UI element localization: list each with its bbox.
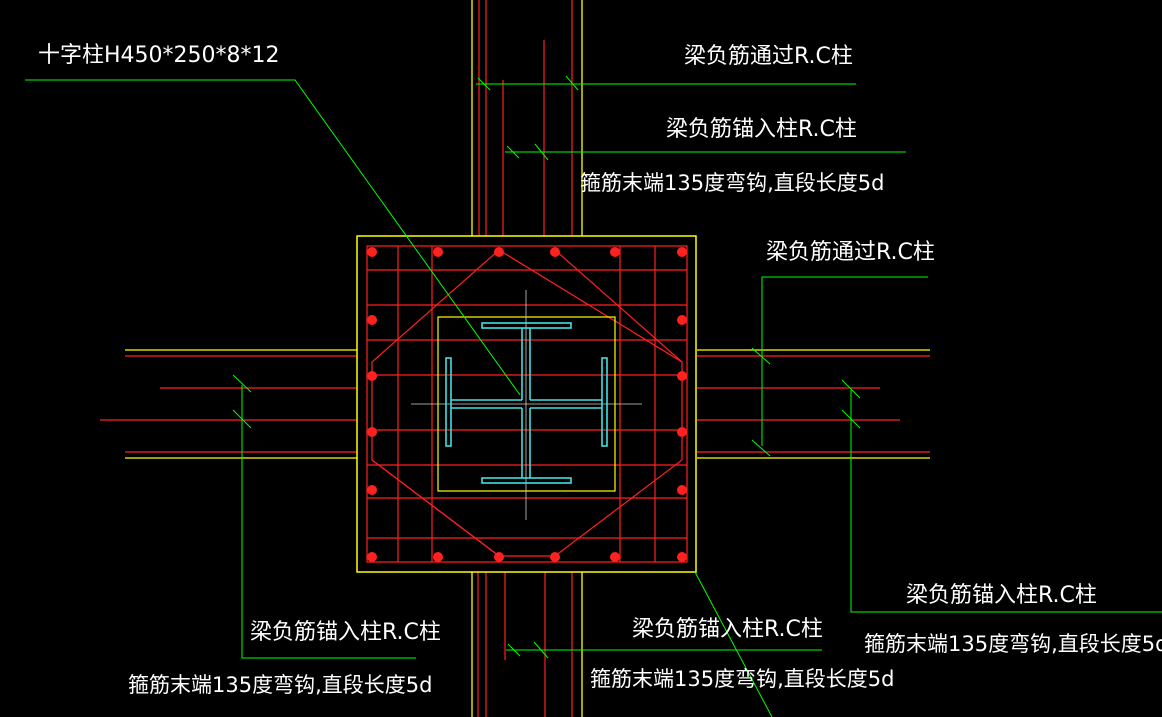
beam-anchor-label-right: 梁负筋锚入柱R.C柱 [906, 583, 1097, 608]
leader-lines [25, 75, 1162, 717]
beam-anchor-label-top: 梁负筋锚入柱R.C柱 [666, 117, 857, 142]
horizontal-beam-rebars [100, 355, 930, 453]
stirrup-hook-label-right: 箍筋末端135度弯钩,直段长度5d [864, 632, 1162, 656]
beam-through-label-top: 梁负筋通过R.C柱 [684, 44, 853, 69]
beam-through-label-right: 梁负筋通过R.C柱 [766, 240, 935, 265]
stirrup-hook-label-top: 箍筋末端135度弯钩,直段长度5d [580, 171, 884, 195]
beam-anchor-label-bottom: 梁负筋锚入柱R.C柱 [632, 617, 823, 642]
column-outline [356, 235, 697, 573]
vertical-beam-rebars [477, 0, 573, 717]
stirrup-hook-label-bottom: 箍筋末端135度弯钩,直段长度5d [590, 667, 894, 691]
column-type-label: 十字柱H450*250*8*12 [38, 43, 280, 68]
cruciform-steel-section [445, 322, 608, 484]
stirrup-hook-label-left: 箍筋末端135度弯钩,直段长度5d [128, 673, 432, 697]
longitudinal-rebars [367, 247, 687, 562]
horizontal-beam [125, 349, 930, 459]
beam-anchor-label-left: 梁负筋锚入柱R.C柱 [250, 620, 441, 645]
vertical-beam [471, 0, 583, 717]
